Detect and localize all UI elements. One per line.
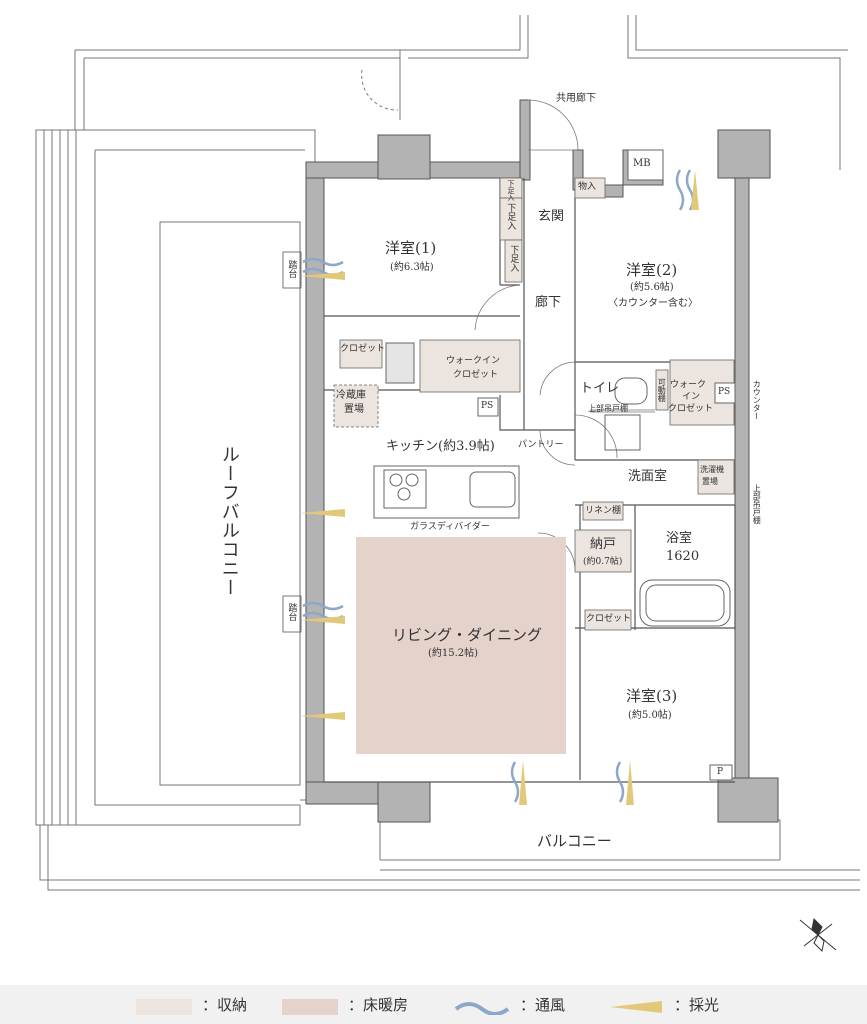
linen-label: リネン棚 bbox=[585, 506, 622, 516]
mb-label: MB bbox=[633, 158, 651, 169]
washer-label-2: 置場 bbox=[702, 477, 718, 486]
step-left-top bbox=[282, 251, 302, 289]
closet1-label: クロゼット bbox=[340, 344, 386, 354]
shoe-closet3-label: 下足入 bbox=[508, 245, 519, 272]
room-kitchen-name: キッチン(約3.9帖) bbox=[386, 439, 495, 454]
room-washroom: 洗面室 bbox=[628, 469, 668, 484]
fridge-label-1: 冷蔵庫 bbox=[336, 390, 366, 401]
closet-1 bbox=[339, 339, 383, 369]
legend-storage-label: ：収納 bbox=[202, 996, 248, 1014]
legend-floor-heating-label: ：床暖房 bbox=[348, 996, 409, 1014]
walkin1-line2: クロゼット bbox=[453, 370, 499, 380]
legend: ：収納 ：床暖房 ：通風 ：採光 bbox=[0, 985, 867, 1024]
ps2-label: PS bbox=[718, 387, 731, 397]
room-western2-note: 〈カウンター含む〉 bbox=[608, 298, 698, 309]
room-western3-name: 洋室(3) bbox=[626, 687, 678, 705]
room-western2-name: 洋室(2) bbox=[626, 261, 678, 279]
room-western1-name: 洋室(1) bbox=[385, 239, 437, 257]
shoe-closet-3 bbox=[504, 239, 523, 283]
legend-ventilation-label: ：通風 bbox=[520, 996, 566, 1014]
walkin2-line1: ウォーク bbox=[670, 380, 707, 390]
room-bath-name: 浴室 bbox=[666, 531, 693, 546]
step-left-bottom bbox=[282, 595, 302, 633]
counter-callout: カウンター bbox=[752, 380, 762, 420]
movable-shelf-label: 可動棚 bbox=[657, 378, 667, 402]
room-hallway: 廊下 bbox=[535, 295, 562, 310]
fridge-space bbox=[333, 384, 379, 428]
shoe-closet1-label: 下足入 bbox=[507, 180, 516, 201]
pantry-label: パントリー bbox=[518, 440, 564, 450]
ps1-label: PS bbox=[481, 401, 494, 411]
balcony-label: バルコニー bbox=[537, 832, 612, 850]
room-storeroom-size: (約0.7帖) bbox=[583, 557, 623, 567]
room-living-size: (約15.2帖) bbox=[428, 648, 479, 659]
balcony-outline bbox=[39, 805, 860, 891]
compass-icon bbox=[799, 917, 837, 953]
step-bottom-label: 踏台 bbox=[286, 603, 297, 621]
fridge-label-2: 置場 bbox=[344, 404, 364, 415]
stove-box bbox=[385, 342, 415, 384]
roof-balcony-label: ルーフバルコニー bbox=[218, 445, 240, 597]
washer-label-1: 洗濯機 bbox=[700, 465, 724, 474]
common-corridor-label: 共用廊下 bbox=[556, 93, 596, 104]
light-markers bbox=[300, 170, 699, 805]
p-box bbox=[709, 764, 733, 781]
legend-floor-heating-swatch bbox=[282, 999, 338, 1015]
mb-box bbox=[627, 149, 664, 181]
upper-shelf-toilet: 上部吊戸棚 bbox=[588, 404, 628, 413]
walkin2-line2: イン bbox=[682, 392, 701, 402]
room-bath-size: 1620 bbox=[666, 549, 700, 564]
ps-box-1 bbox=[477, 397, 499, 417]
room-toilet: トイレ bbox=[580, 381, 620, 396]
room-storeroom-name: 納戸 bbox=[590, 537, 617, 552]
movable-shelf bbox=[655, 369, 669, 411]
closet-3 bbox=[584, 609, 632, 631]
room-entrance: 玄関 bbox=[538, 209, 565, 224]
toilet-fixture bbox=[614, 377, 648, 405]
glass-divider-label: ガラスディバイダー bbox=[410, 522, 490, 532]
storeroom bbox=[574, 529, 632, 573]
roof-balcony-railing bbox=[35, 129, 77, 826]
closet3-label: クロゼット bbox=[586, 614, 632, 624]
light-icon bbox=[610, 1001, 662, 1013]
roof-balcony-inner bbox=[159, 221, 301, 786]
kitchen-counter bbox=[373, 465, 520, 519]
walkin-closet-1 bbox=[419, 339, 521, 393]
bathtub bbox=[639, 579, 731, 627]
step-top-label: 踏台 bbox=[286, 260, 297, 278]
room-western3-size: (約5.0帖) bbox=[628, 710, 672, 721]
shoe-closet2-label: 下足入 bbox=[505, 203, 516, 230]
upper-shelf-callout: 上部吊戸棚 bbox=[752, 484, 762, 524]
walkin1-line1: ウォークイン bbox=[446, 356, 501, 366]
room-western1-size: (約6.3帖) bbox=[390, 262, 434, 273]
ps-box-2 bbox=[714, 382, 736, 404]
floor-heating-area bbox=[356, 537, 566, 754]
walkin2-line3: クロゼット bbox=[668, 404, 714, 414]
room-living-name: リビング・ダイニング bbox=[392, 626, 543, 644]
linen-shelf bbox=[582, 501, 624, 521]
legend-storage-swatch bbox=[136, 999, 192, 1015]
storage-front bbox=[574, 177, 606, 199]
legend-daylight-label: ：採光 bbox=[674, 996, 720, 1014]
room-western2-size: (約5.6帖) bbox=[630, 282, 674, 293]
p-label: P bbox=[717, 767, 724, 777]
roof-balcony-outline bbox=[74, 49, 400, 130]
storage-front-label: 物入 bbox=[578, 182, 597, 192]
wind-icon bbox=[454, 1002, 510, 1015]
washer-space bbox=[697, 459, 735, 495]
